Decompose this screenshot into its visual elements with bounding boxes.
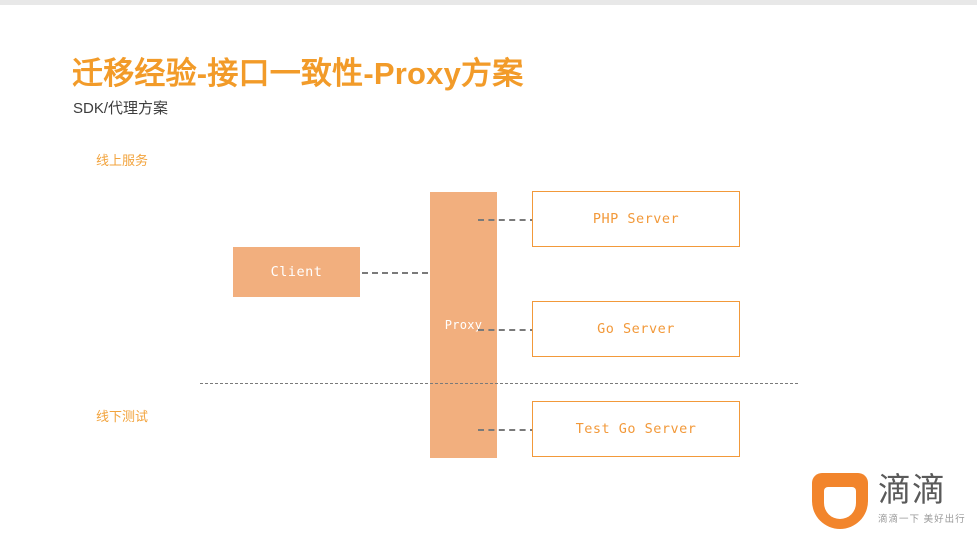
didi-logo-tagline: 滴滴一下 美好出行 [878,513,966,525]
test-go-server-node-label: Test Go Server [575,421,697,437]
didi-logo-mark-icon [812,473,868,529]
page-title: 迁移经验-接口一致性-Proxy方案 [72,56,524,91]
didi-logo-name: 滴滴 [878,471,946,508]
online-offline-divider [200,383,798,384]
php-server-node-label: PHP Server [592,211,680,227]
connector-client-proxy [362,272,438,274]
zone-label-online: 线上服务 [96,153,149,168]
test-go-server-node: Test Go Server [532,401,740,457]
zone-label-offline: 线下测试 [96,409,149,424]
didi-logo: 滴滴 滴滴一下 美好出行 [812,471,966,529]
didi-logo-text: 滴滴 滴滴一下 美好出行 [878,471,966,525]
php-server-node: PHP Server [532,191,740,247]
connector-proxy-test-go-server [478,429,536,431]
top-band [0,0,977,5]
client-node-label: Client [270,264,323,280]
page-subtitle: SDK/代理方案 [73,100,169,117]
client-node: Client [233,247,360,297]
connector-proxy-go-server [478,329,536,331]
connector-proxy-php-server [478,219,536,221]
go-server-node: Go Server [532,301,740,357]
go-server-node-label: Go Server [597,321,675,337]
proxy-node-label: Proxy [444,318,483,332]
proxy-node [430,192,497,458]
